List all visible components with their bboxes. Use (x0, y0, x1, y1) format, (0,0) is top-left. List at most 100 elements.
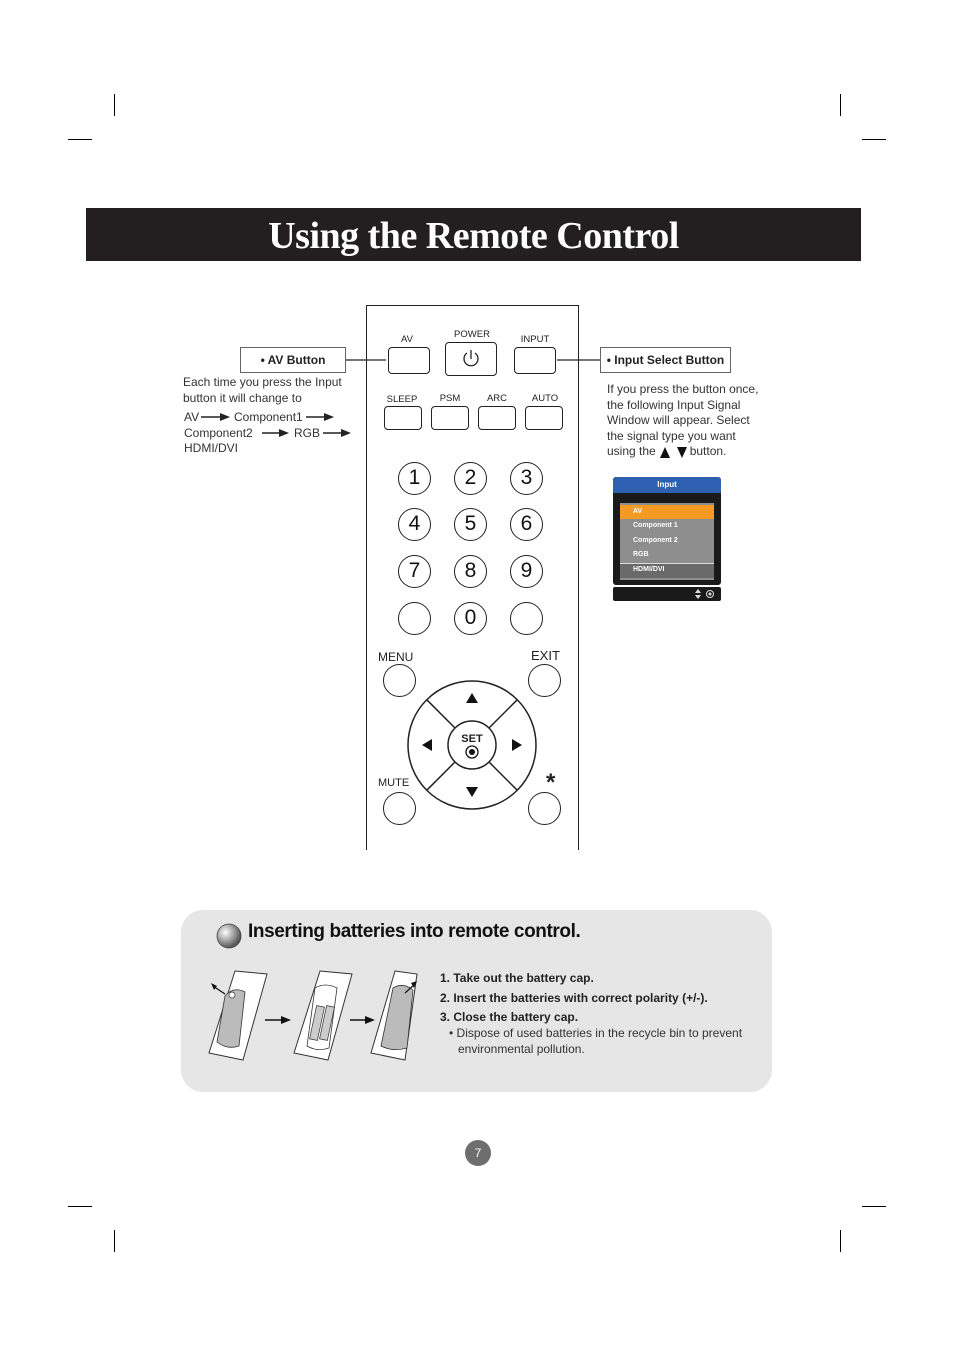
input-option-component2[interactable]: Component 2 (633, 537, 678, 544)
left-arrow-icon (422, 739, 432, 751)
input-option-list (620, 503, 714, 580)
battery-illustration (208, 970, 418, 1061)
digit-button-5[interactable]: 5 (454, 508, 487, 541)
seq-component2: Component2 (184, 426, 253, 440)
crop-mark (840, 94, 841, 116)
av-button[interactable] (388, 347, 430, 374)
remote-batteries-icon (293, 970, 353, 1061)
crop-mark (114, 1230, 115, 1252)
step-arrow-icon (265, 1016, 291, 1024)
crop-mark (862, 139, 886, 140)
crop-mark (840, 1230, 841, 1252)
up-button[interactable] (452, 684, 492, 714)
star-label: * (546, 769, 556, 796)
seq-av: AV (184, 410, 200, 424)
battery-step-2: 2. Insert the batteries with correct pol… (440, 991, 708, 1005)
osd-bottom-row (620, 563, 714, 578)
digit-button-0[interactable]: 0 (454, 602, 487, 635)
mute-label: MUTE (378, 777, 410, 789)
bullet-orb-icon (216, 923, 242, 949)
up-arrow-icon (466, 693, 478, 703)
sequence-arrow-icon (262, 429, 289, 437)
up-arrow-icon (660, 447, 670, 458)
callout-graphics (201, 359, 687, 458)
power-label: POWER (454, 329, 490, 340)
down-button[interactable] (452, 776, 492, 806)
menu-button[interactable] (383, 664, 416, 697)
crop-mark (68, 1206, 92, 1207)
input-option-rgb[interactable]: RGB (633, 551, 649, 558)
psm-button[interactable] (431, 406, 469, 430)
crop-mark (862, 1206, 886, 1207)
av-button-callout: • AV Button (240, 347, 346, 373)
battery-heading: Inserting batteries into remote control. (248, 921, 581, 942)
blank-left-button[interactable] (398, 602, 431, 635)
digit-button-9[interactable]: 9 (510, 555, 543, 588)
digit-button-2[interactable]: 2 (454, 462, 487, 495)
crop-mark (68, 139, 92, 140)
battery-step-3: 3. Close the battery cap. (440, 1010, 579, 1024)
remote-back-open-icon (208, 970, 268, 1061)
input-option-hdmi[interactable]: HDMI/DVI (633, 566, 665, 573)
auto-button[interactable] (525, 406, 563, 430)
star-button[interactable] (528, 792, 561, 825)
down-arrow-icon (466, 787, 478, 797)
digit-button-4[interactable]: 4 (398, 508, 431, 541)
input-option-component1[interactable]: Component 1 (633, 522, 678, 529)
exit-label: EXIT (531, 648, 560, 663)
osd-highlight (620, 505, 714, 519)
menu-label: MENU (378, 650, 414, 664)
psm-label: PSM (439, 393, 461, 404)
av-button-description: Each time you press the Input button it … (183, 375, 342, 405)
power-icon (463, 350, 479, 367)
move-select-icon (695, 589, 714, 599)
set-label: SET (461, 733, 483, 745)
input-select-callout-label: • Input Select Button (606, 353, 725, 367)
battery-disposal-note: • Dispose of used batteries in the recyc… (449, 1026, 743, 1056)
seq-hdmi: HDMI/DVI (184, 441, 238, 455)
digit-button-7[interactable]: 7 (398, 555, 431, 588)
navigation-pad (407, 680, 537, 810)
input-signal-window: Input AV Component 1 Component 2 RGB HDM… (613, 477, 721, 585)
input-button[interactable] (514, 347, 556, 374)
blank-right-button[interactable] (510, 602, 543, 635)
seq-component1: Component1 (234, 410, 303, 424)
battery-section (181, 910, 772, 1092)
sequence-arrow-icon (201, 413, 230, 421)
av-button-callout-label: • AV Button (260, 353, 326, 367)
remote-back-closed-icon (370, 970, 418, 1061)
auto-label: AUTO (531, 393, 559, 404)
input-select-description: If you press the button once, the follow… (607, 382, 759, 458)
right-button[interactable] (504, 725, 534, 765)
left-button[interactable] (410, 725, 440, 765)
sleep-label: SLEEP (386, 394, 418, 405)
av-label: AV (401, 334, 413, 345)
crop-mark (114, 94, 115, 116)
battery-step-1: 1. Take out the battery cap. (440, 971, 594, 985)
set-button[interactable] (448, 721, 496, 769)
page-number: 7 (465, 1140, 491, 1166)
input-sequence: AV Component1 Component2 RGB HDMI/DVI (184, 410, 364, 460)
sleep-button[interactable] (384, 406, 422, 430)
input-window-footer (613, 587, 721, 601)
input-label: INPUT (520, 334, 550, 345)
seq-rgb: RGB (294, 426, 321, 440)
exit-button[interactable] (528, 664, 561, 697)
down-arrow-icon (677, 447, 687, 458)
sequence-arrow-icon (323, 429, 351, 437)
input-option-av[interactable]: AV (633, 508, 643, 515)
step-arrow-icon (350, 1016, 375, 1024)
page-title: Using the Remote Control (268, 215, 679, 257)
sequence-arrow-icon (306, 413, 334, 421)
digit-button-8[interactable]: 8 (454, 555, 487, 588)
input-select-callout: • Input Select Button (600, 347, 731, 373)
right-arrow-icon (512, 739, 522, 751)
digit-button-6[interactable]: 6 (510, 508, 543, 541)
title-bar: Using the Remote Control (86, 208, 861, 261)
mute-button[interactable] (383, 792, 416, 825)
arc-button[interactable] (478, 406, 516, 430)
arc-label: ARC (486, 393, 508, 404)
remote-control (366, 305, 579, 850)
digit-button-3[interactable]: 3 (510, 462, 543, 495)
digit-button-1[interactable]: 1 (398, 462, 431, 495)
